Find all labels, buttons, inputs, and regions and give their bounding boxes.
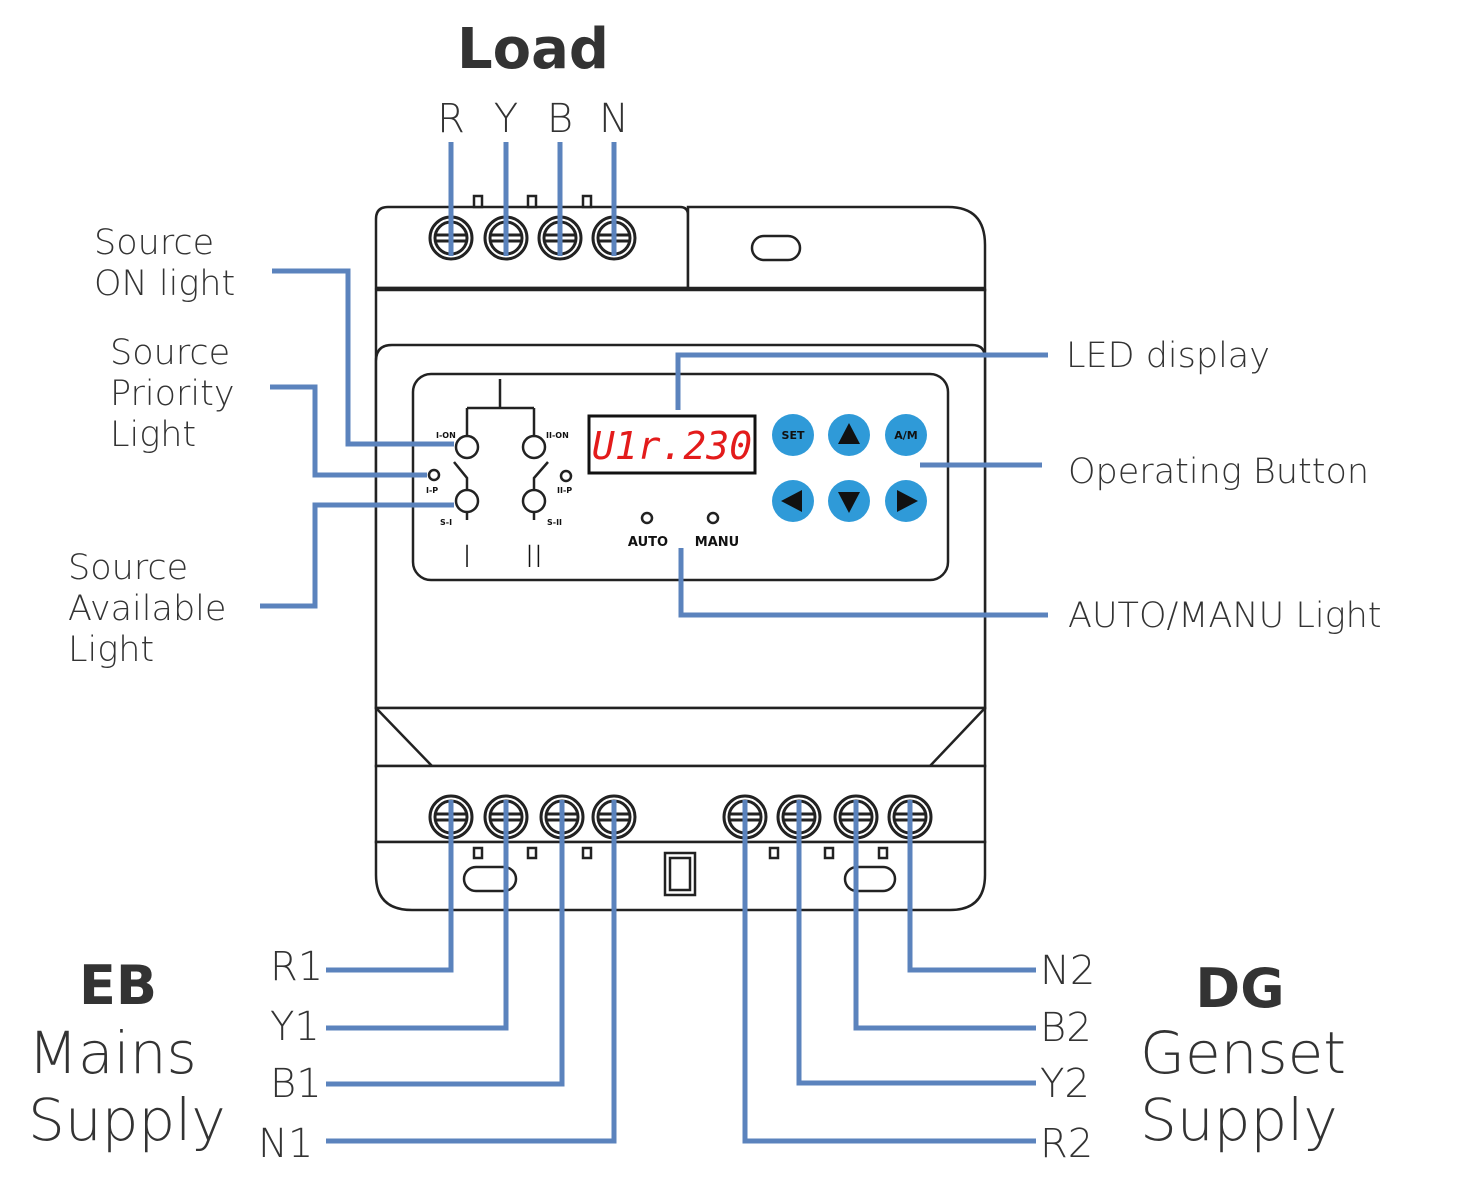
source-1-available-label: S-I <box>440 518 452 527</box>
down-button[interactable] <box>828 480 870 522</box>
load-title: Load <box>457 17 609 82</box>
control-panel: I-ON II-ON I-P II-P S-I S-II I II U1r.23… <box>411 372 950 582</box>
source-available-light-line2: Available <box>68 589 226 629</box>
down-arrow-icon <box>838 492 860 513</box>
leader-led-display <box>675 352 1048 410</box>
terminal-r2: R2 <box>1040 1121 1093 1167</box>
auto-led <box>640 511 654 525</box>
source-1-on-led <box>454 434 480 460</box>
auto-manu-light-callout: AUTO/MANU Light <box>1068 596 1381 636</box>
source-available-light-line3: Light <box>68 630 154 670</box>
am-button[interactable]: A/M <box>885 414 927 456</box>
source-1-on-label: I-ON <box>436 431 456 440</box>
terminal-r1: R1 <box>270 944 323 990</box>
source-2-available-label: S-II <box>547 518 562 527</box>
source-priority-light-line3: Light <box>110 415 196 455</box>
manu-led <box>706 511 720 525</box>
source-2-priority-led <box>559 469 573 483</box>
source-2-available-led <box>521 488 547 514</box>
source-2-priority-label: II-P <box>557 486 572 495</box>
source-2-roman: II <box>525 540 543 575</box>
load-phase-r: R <box>437 96 465 142</box>
right-button[interactable] <box>885 480 927 522</box>
source-available-light-line1: Source <box>68 548 188 588</box>
terminal-n1: N1 <box>258 1121 313 1167</box>
wire-n1 <box>326 800 617 1144</box>
terminal-screws <box>428 215 933 840</box>
genset-title: DG <box>1195 957 1284 1020</box>
source-1-available-led <box>454 488 480 514</box>
set-button-label: SET <box>782 429 805 442</box>
mains-subtitle-line1: Mains <box>28 1019 197 1087</box>
leader-auto-manu-light <box>678 548 1048 618</box>
left-arrow-icon <box>781 490 802 512</box>
up-arrow-icon <box>838 423 860 444</box>
mains-labels: EB Mains Supply R1 Y1 B1 N1 <box>28 944 323 1167</box>
load-phase-n: N <box>599 96 629 142</box>
led-display-callout: LED display <box>1066 336 1270 376</box>
mount-slot-bottom-left <box>462 865 518 893</box>
leader-source-priority-light <box>270 384 427 478</box>
source-on-light-line1: Source <box>94 223 214 263</box>
load-phase-b: B <box>547 96 573 142</box>
am-button-label: A/M <box>894 429 917 442</box>
manu-label: MANU <box>695 535 739 550</box>
wire-b1 <box>326 800 565 1087</box>
leader-source-on-light <box>272 268 454 447</box>
wire-b2 <box>853 800 1036 1031</box>
terminal-y2: Y2 <box>1040 1061 1090 1107</box>
led-display-value: U1r.230 <box>592 424 752 468</box>
mains-subtitle-line2: Supply <box>28 1086 226 1154</box>
genset-labels: DG Genset Supply N2 B2 Y2 R2 <box>1040 948 1346 1167</box>
source-1-priority-led <box>427 468 441 482</box>
wire-y1 <box>326 800 509 1031</box>
led-display: U1r.230 <box>587 414 757 475</box>
transfer-schematic: I-ON II-ON I-P II-P S-I S-II I II <box>426 379 572 575</box>
up-button[interactable] <box>828 414 870 456</box>
wire-n2 <box>907 800 1036 973</box>
mount-slot-top <box>750 234 802 262</box>
source-1-priority-label: I-P <box>426 486 438 495</box>
load-phase-y: Y <box>494 96 518 142</box>
mains-title: EB <box>79 954 157 1017</box>
right-arrow-icon <box>897 490 918 512</box>
source-on-light-line2: ON light <box>94 264 235 304</box>
mount-slot-bottom-right <box>843 865 897 893</box>
wire-y2 <box>796 800 1036 1086</box>
terminal-n2: N2 <box>1040 948 1095 994</box>
terminal-b2: B2 <box>1040 1005 1092 1051</box>
genset-subtitle-line1: Genset <box>1140 1019 1346 1087</box>
wire-r2 <box>742 800 1036 1144</box>
left-button[interactable] <box>772 480 814 522</box>
source-2-on-label: II-ON <box>546 431 569 440</box>
source-1-roman: I <box>463 540 472 575</box>
load-labels: Load R Y B N <box>437 17 629 142</box>
wires <box>260 142 1048 1144</box>
callout-labels: Source ON light Source Priority Light So… <box>68 223 1381 670</box>
terminal-y1: Y1 <box>270 1004 320 1050</box>
leader-source-available-light <box>260 502 454 609</box>
set-button[interactable]: SET <box>772 414 814 456</box>
wire-r1 <box>326 800 454 973</box>
source-priority-light-line2: Priority <box>110 374 235 414</box>
genset-subtitle-line2: Supply <box>1140 1086 1338 1154</box>
operating-button-callout: Operating Button <box>1068 452 1369 492</box>
source-priority-light-line1: Source <box>110 333 230 373</box>
source-2-on-led <box>521 434 547 460</box>
auto-label: AUTO <box>628 535 668 550</box>
terminal-b1: B1 <box>270 1061 322 1107</box>
